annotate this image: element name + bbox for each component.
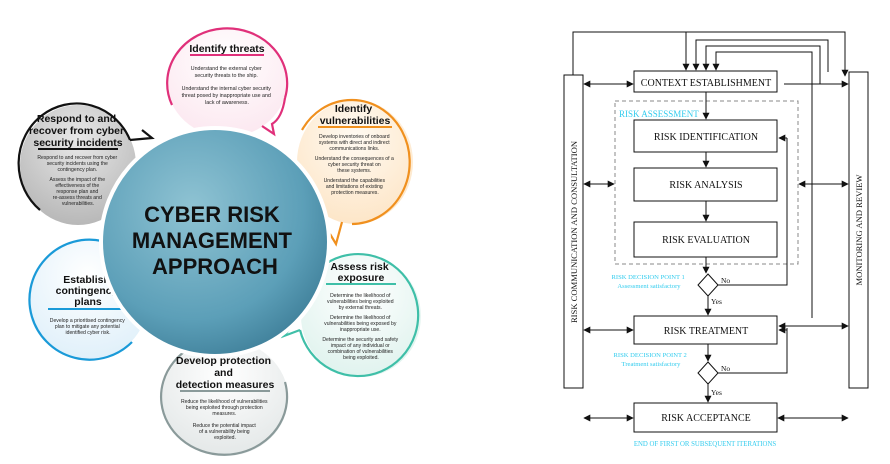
- bubble-body: Respond to and recover from cyber securi…: [37, 155, 118, 207]
- bubble-respond-recover: Respond to and recover from cyber securi…: [17, 102, 155, 225]
- decision-diamond-2: [697, 361, 719, 385]
- bubble-identify-threats: Identify threats Understand the external…: [166, 27, 289, 137]
- label-acceptance: RISK ACCEPTANCE: [661, 413, 751, 424]
- box-evaluation: [633, 221, 778, 258]
- bubble-body: Develop a prioritised contingency plan t…: [50, 318, 126, 336]
- bubble-identify-vulnerabilities: Identify vulnerabilities Develop invento…: [297, 98, 413, 247]
- bubble-title: Establish contingency plans: [56, 274, 121, 308]
- cyber-risk-cycle: Identify threats Understand the external…: [17, 27, 421, 456]
- label-treatment: RISK TREATMENT: [664, 326, 749, 337]
- label-monitoring: MONITORING AND REVIEW: [854, 174, 864, 286]
- label-risk-assessment: RISK ASSESSMENT: [619, 109, 699, 119]
- label-analysis: RISK ANALYSIS: [669, 180, 742, 191]
- no-loop-2: [718, 328, 788, 374]
- center-title: CYBER RISK MANAGEMENT APPROACH: [132, 202, 298, 279]
- bubble-title: Identify threats: [189, 43, 264, 55]
- no-loop-1: [718, 138, 788, 286]
- bubble-title: Respond to and recover from cyber securi…: [29, 113, 127, 149]
- label-no-1: No: [721, 276, 730, 285]
- communication-bar: [563, 74, 584, 389]
- label-identification: RISK IDENTIFICATION: [654, 132, 758, 143]
- center-circle: CYBER RISK MANAGEMENT APPROACH: [99, 126, 331, 358]
- label-yes-2: Yes: [711, 388, 722, 397]
- bubble-body: Understand the external cyber security t…: [182, 66, 273, 106]
- bubble-title: Identify vulnerabilities: [320, 103, 391, 127]
- label-yes-1: Yes: [711, 297, 722, 306]
- label-evaluation: RISK EVALUATION: [662, 235, 750, 246]
- label-decision-1: RISK DECISION POINT 1 Assessment satisfa…: [612, 274, 687, 290]
- bubble-body: Develop inventories of onboard systems w…: [315, 134, 395, 196]
- label-no-2: No: [721, 364, 730, 373]
- monitoring-bar: [848, 71, 869, 389]
- label-decision-2: RISK DECISION POINT 2 Treatment satisfac…: [614, 352, 689, 368]
- box-treatment: [633, 315, 778, 345]
- loop-monitor-1: [692, 39, 829, 72]
- bubble-develop-protection: Develop protection and detection measure…: [160, 337, 289, 456]
- loop-monitor-2: [702, 45, 821, 84]
- outer-loop-left-right: [572, 31, 846, 84]
- box-identification: [633, 119, 778, 153]
- label-context: CONTEXT ESTABLISHMENT: [641, 78, 771, 89]
- risk-management-flowchart: CONTEXT ESTABLISHMENT RISK IDENTIFICATIO…: [563, 31, 869, 448]
- box-analysis: [633, 167, 778, 202]
- loop-monitor-3: [712, 51, 813, 130]
- bubble-body: Reduce the likelihood of vulnerabilities…: [181, 399, 269, 441]
- bubble-body: Determine the likelihood of vulnerabilit…: [322, 293, 399, 361]
- bubble-title: Develop protection and detection measure…: [176, 355, 275, 391]
- bubble-title: Assess risk exposure: [330, 261, 391, 284]
- decision-diamond-1: [697, 273, 719, 297]
- label-communication: RISK COMMUNICATION AND CONSULTATION: [569, 140, 579, 323]
- box-acceptance: [633, 402, 778, 433]
- bubble-assess-risk-exposure: Assess risk exposure Determine the likel…: [280, 253, 421, 378]
- label-footer: END OF FIRST OR SUBSEQUENT ITERATIONS: [634, 441, 777, 448]
